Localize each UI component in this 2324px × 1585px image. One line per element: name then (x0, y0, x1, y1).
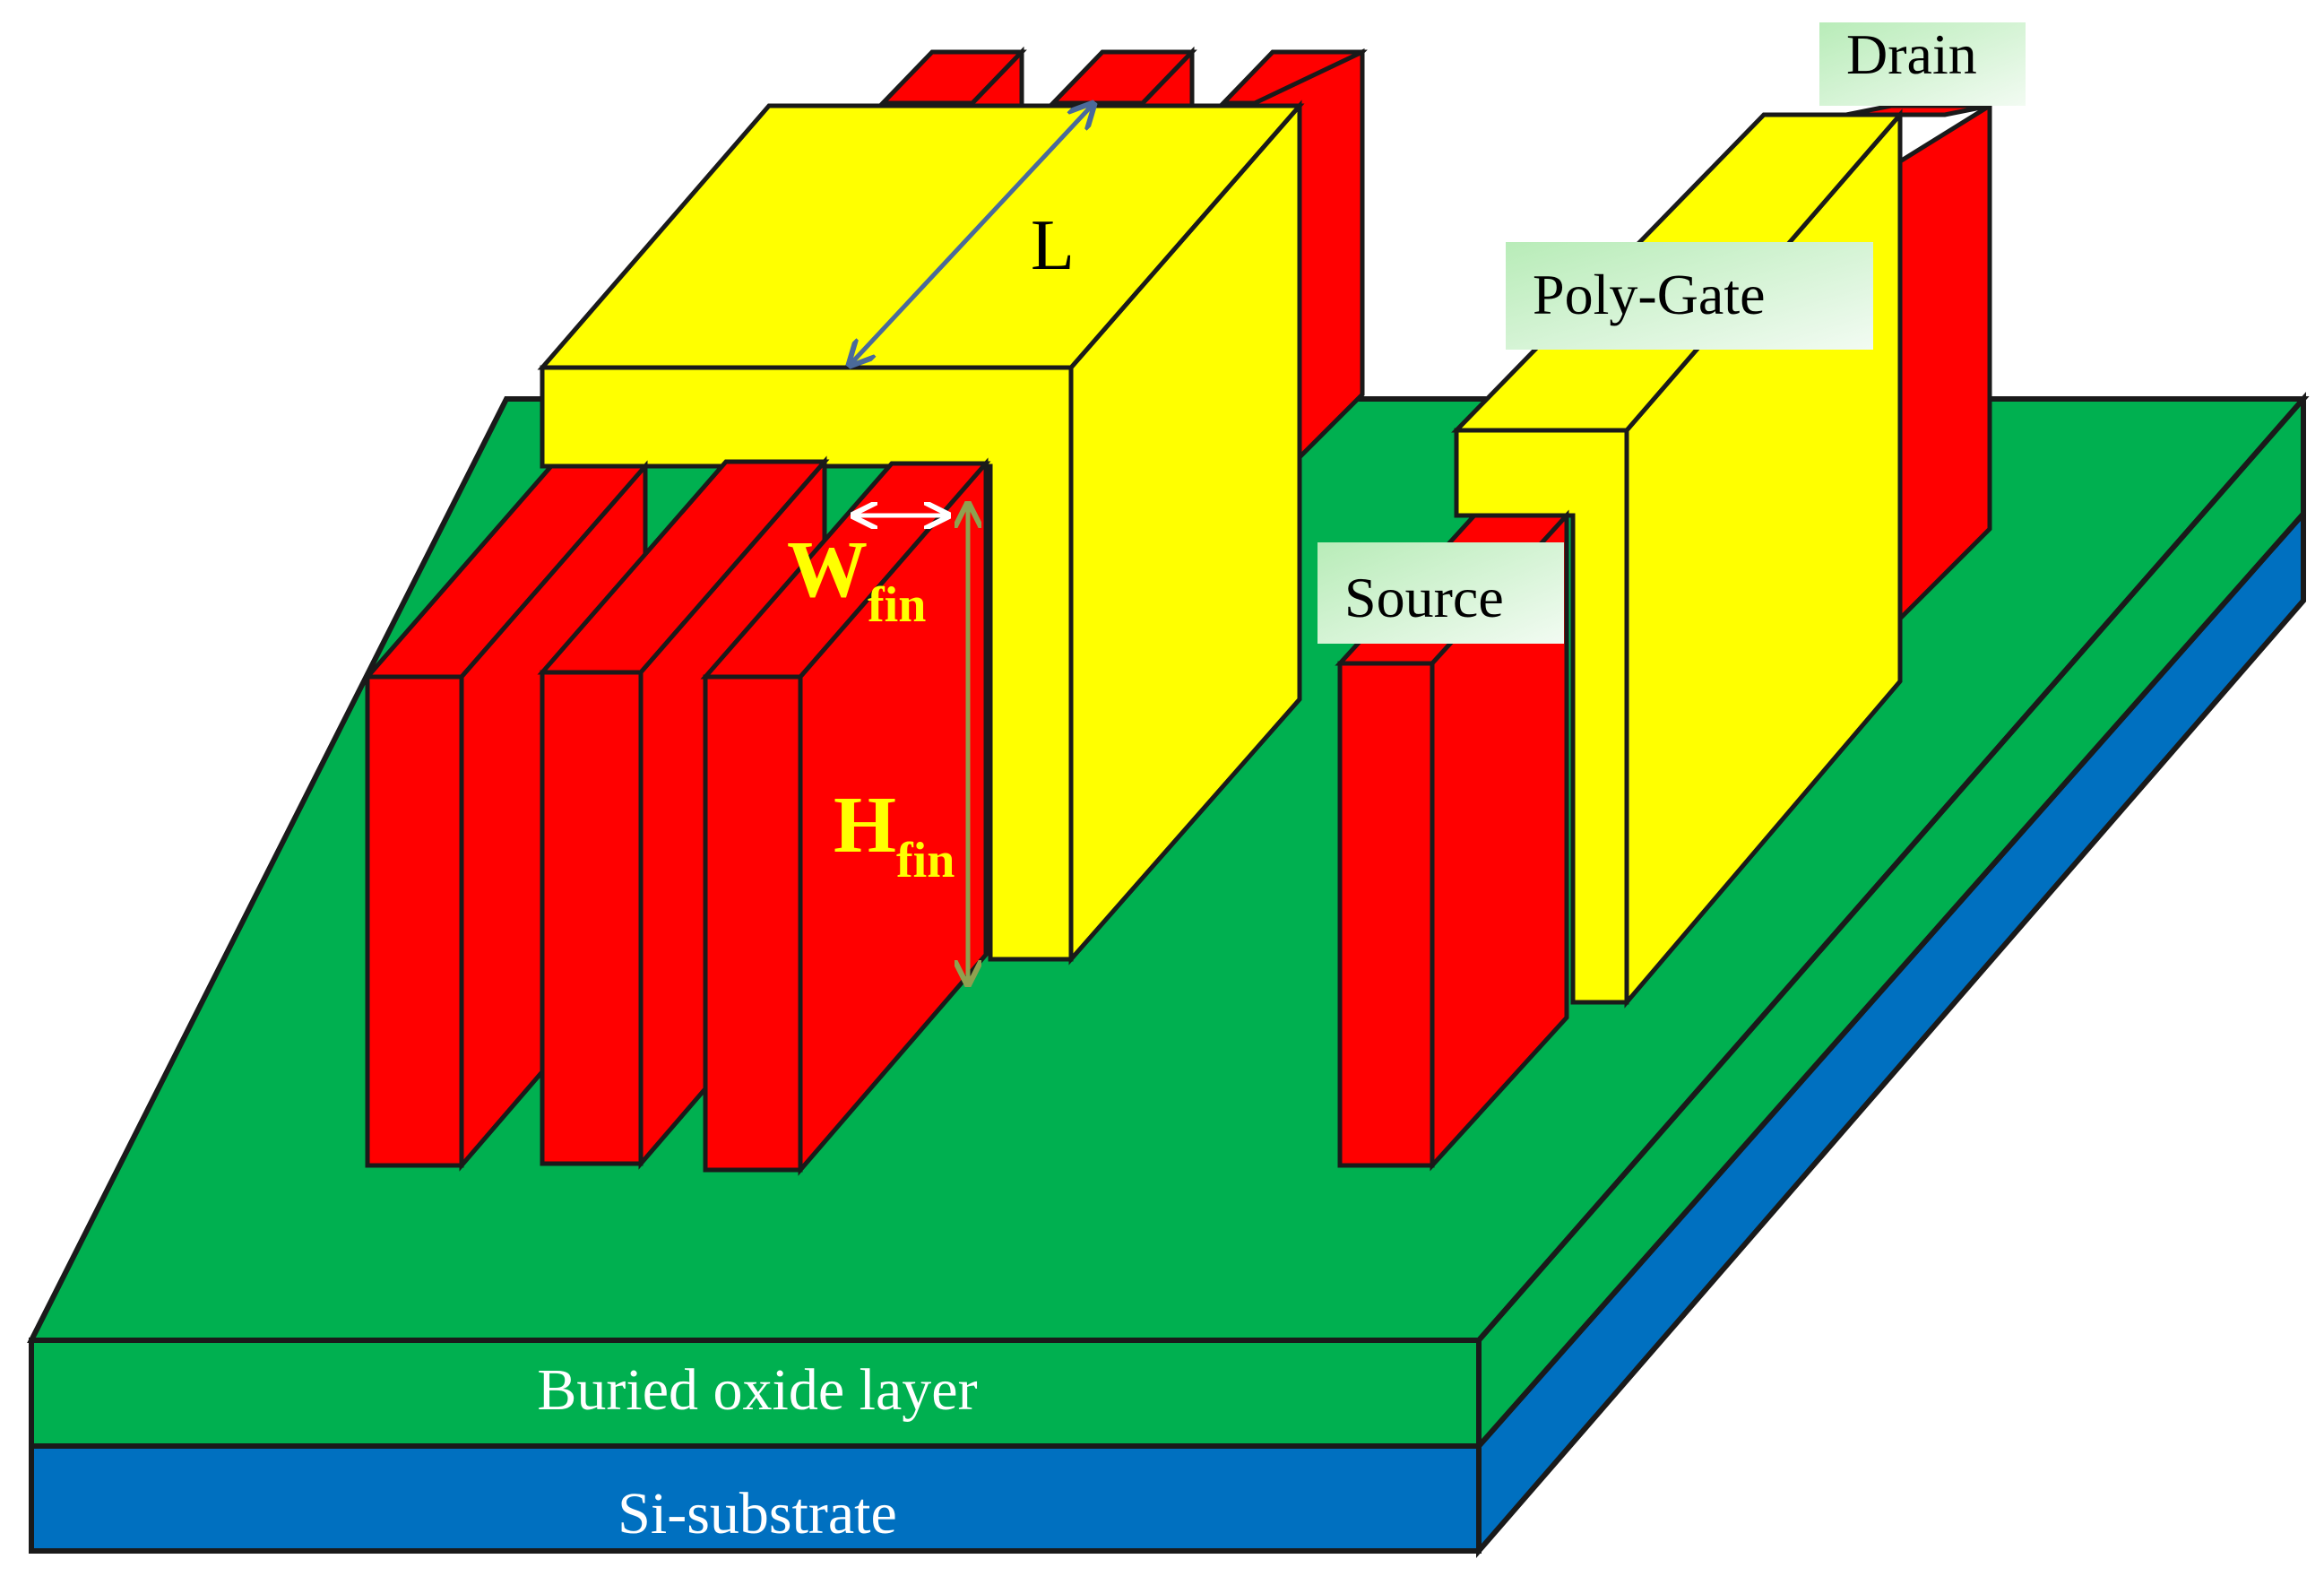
fin-side-face (1897, 101, 1992, 625)
fin-width-label: Wfin (787, 525, 926, 633)
fin-front-face (1337, 661, 1435, 1168)
fin-front-face (540, 670, 644, 1166)
si-substrate-label: Si-substrate (618, 1481, 897, 1546)
source-label: Source (1344, 566, 1504, 629)
callout-box (1318, 542, 1564, 644)
oxide-front-face (29, 1338, 1482, 1449)
fin-width-sub: fin (868, 577, 926, 633)
length-label: L (1031, 206, 1075, 285)
callout-box (1819, 22, 2026, 106)
fin-front-face (703, 674, 803, 1173)
fin-height-main: H (834, 781, 896, 870)
fin-height-sub: fin (896, 833, 955, 888)
buried-oxide-label: Buried oxide layer (537, 1357, 977, 1423)
source-callout: Source (1318, 542, 1564, 644)
fin-width-main: W (787, 525, 868, 614)
poly-gate-callout: Poly-Gate (1506, 242, 1873, 350)
gate-front-face (1454, 428, 1629, 1005)
length-arrow (851, 106, 1092, 363)
poly-gate-label: Poly-Gate (1533, 263, 1766, 326)
fin-height-label: Hfin (834, 781, 955, 888)
drain-callout: Drain (1819, 22, 2026, 106)
drain-label: Drain (1846, 22, 1977, 86)
front-fin-3 (700, 457, 991, 1176)
fin-front-face (365, 674, 464, 1168)
callout-box (1506, 242, 1873, 350)
